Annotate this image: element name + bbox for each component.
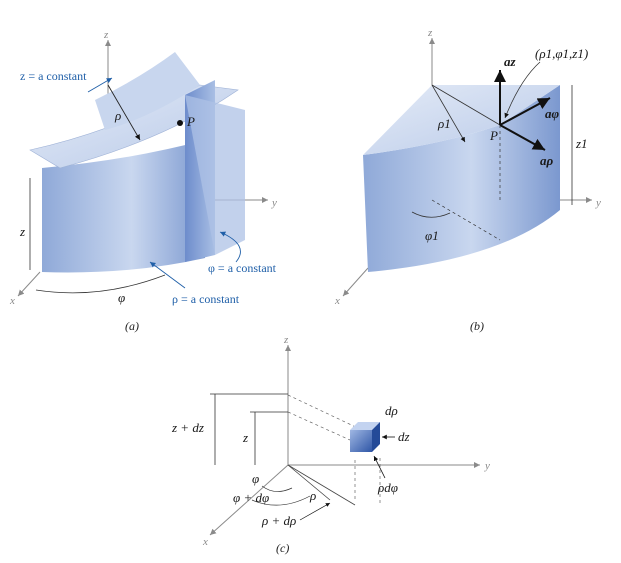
axis-x-line [17, 271, 41, 297]
cube-top [350, 422, 380, 430]
z-dimension-label: z [19, 224, 25, 239]
panel-c: z y x dρ dz ρdφ z + dz z φ φ + dφ ρ ρ + … [171, 334, 490, 555]
arho-vector [499, 124, 546, 151]
rhodrho-pointer [299, 502, 331, 521]
caption-a: (a) [125, 319, 139, 333]
phi-label: φ [118, 290, 125, 305]
rho-line [287, 464, 331, 501]
rho1-label: ρ1 [437, 116, 451, 131]
wedge-top [363, 85, 560, 155]
caption-c: (c) [276, 541, 289, 555]
phi-constant-label: φ = a constant [208, 261, 277, 275]
panel-b: z y x ρ1 φ1 z1 P az aφ aρ (ρ1,φ1,z1) (b) [334, 27, 601, 333]
cylinder-surface [42, 140, 205, 273]
aphi-label: aφ [545, 106, 560, 121]
axis-y-label: y [595, 197, 601, 209]
axis-x-line [342, 267, 369, 297]
caption-b: (b) [470, 319, 484, 333]
cube-side [372, 422, 380, 452]
phi-arc [261, 485, 293, 492]
z-label: z [242, 430, 248, 445]
wedge-top [95, 52, 200, 130]
arho-label: aρ [540, 153, 554, 168]
rho-label: ρ [114, 108, 121, 123]
z1-label: z1 [575, 136, 588, 151]
plane-extension [185, 95, 245, 255]
axis-y-label: y [484, 460, 490, 472]
phidphi-label: φ + dφ [233, 490, 269, 505]
phi-arc [35, 274, 166, 294]
drho-label: dρ [385, 403, 398, 418]
rho1-line [431, 84, 501, 126]
z-const-pointer [87, 77, 113, 93]
rhodphi-pointer [373, 455, 386, 479]
phidphi-arc [251, 495, 311, 506]
zdz-label: z + dz [171, 420, 204, 435]
phi1-label: φ1 [425, 228, 439, 243]
panel-a: z y x ρ P z φ z = a constant φ = a const… [9, 29, 277, 333]
phi1-arc [411, 211, 451, 218]
rho-drho-line [287, 464, 356, 506]
rho-const-pointer [149, 261, 186, 289]
axis-y-label: y [271, 197, 277, 209]
point-pointer [504, 61, 541, 119]
base-line [431, 199, 501, 241]
rho1-vector [431, 84, 466, 143]
axis-x-label: x [9, 295, 15, 307]
axis-z-label: z [283, 334, 289, 346]
phi-const-pointer [219, 231, 241, 263]
dashed-z-line [287, 411, 351, 441]
rho-label: ρ [309, 488, 316, 503]
volume-element-cube [350, 430, 372, 452]
rho-constant-label: ρ = a constant [172, 292, 240, 306]
dz-label: dz [398, 429, 410, 444]
axis-x-label: x [334, 295, 340, 307]
point-P [177, 120, 183, 126]
phi-label: φ [252, 471, 259, 486]
P-label: P [186, 114, 195, 129]
rho-vector [107, 84, 141, 141]
z-constant-label: z = a constant [20, 69, 87, 83]
az-label: az [504, 54, 517, 69]
axis-z-label: z [103, 29, 109, 41]
dashed-top-line [287, 394, 363, 431]
axis-x-line [209, 464, 289, 536]
rhodphi-label: ρdφ [377, 480, 398, 495]
rhodrho-label: ρ + dρ [261, 513, 296, 528]
point-label: (ρ1,φ1,z1) [535, 46, 588, 61]
axis-x-label: x [202, 536, 208, 548]
P-label: P [489, 128, 498, 143]
aphi-vector [499, 97, 551, 126]
axis-z-label: z [427, 27, 433, 39]
